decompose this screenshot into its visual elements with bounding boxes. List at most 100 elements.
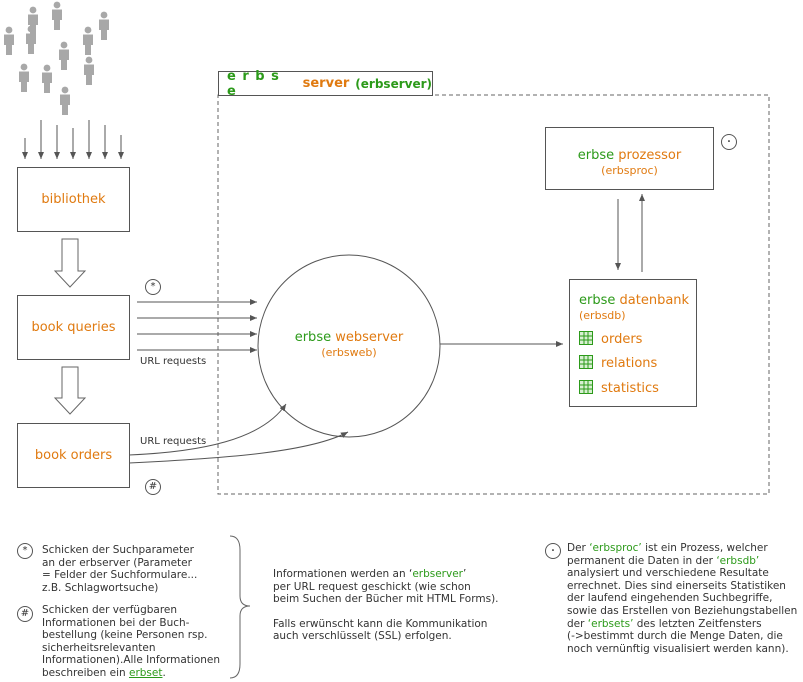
table-grid-icon	[579, 331, 593, 345]
legend-hash-line: Schicken der verfügbaren	[42, 604, 178, 616]
legend-hash-last-suffix: .	[162, 666, 166, 679]
table-grid-icon	[579, 380, 593, 394]
legend-middle-line: per URL request geschickt (wie schon	[273, 580, 471, 593]
prozessor-name: prozessor	[618, 148, 682, 163]
server-frame	[217, 94, 770, 495]
legend-hash-last-line: beschreiben ein erbset.	[42, 667, 220, 680]
legend-dot-erbsets: ‘erbsets’	[587, 617, 634, 630]
erbset-link[interactable]: erbset	[128, 666, 163, 679]
legend-middle-quote-open: ‘	[408, 568, 413, 580]
legend-dot-prefix: permanent die Daten in der	[567, 554, 717, 567]
person-icon	[83, 26, 93, 55]
server-title-word: server	[302, 76, 350, 91]
query-arrows	[137, 299, 257, 353]
legend-dot-line: analysiert und verschiedene Resultate	[567, 567, 769, 580]
legend-star-line: = Felder der Suchformulare...	[42, 569, 198, 582]
legend-dot-line: sowie das Erstellen von Beziehungstabell…	[567, 604, 798, 617]
table-item-relations[interactable]: relations	[579, 355, 696, 380]
legend-middle-line: Falls erwünscht kann die Kommunikation	[273, 617, 488, 630]
datenbank-sub: (erbsdb)	[579, 309, 626, 322]
table-label-orders: orders	[601, 332, 643, 347]
webserver-circle[interactable]	[257, 254, 441, 438]
legend-dot-erbsdb: ‘erbsdb’	[716, 554, 760, 567]
datenbank-name: datenbank	[619, 293, 690, 308]
book-queries-label: book queries	[31, 320, 116, 335]
person-icon	[84, 56, 94, 85]
legend-dot-suffix: des letzten Zeitfensters	[633, 617, 762, 630]
prozessor-sub: (erbsproc)	[601, 164, 658, 177]
legend-dot-suffix: ist ein Prozess, welcher	[641, 542, 768, 554]
legend-dot-line-7: der ‘erbsets’ des letzten Zeitfensters	[567, 618, 797, 631]
table-item-orders[interactable]: orders	[579, 331, 696, 355]
legend-dot-line: noch vernünftig visualisiert werden kann…	[567, 642, 789, 655]
legend-middle-line: auch verschlüsselt (SSL) erfolgen.	[273, 630, 452, 643]
datenbank-box[interactable]: erbse datenbank (erbsdb) orders relation…	[569, 279, 697, 407]
legend-dot-line: (->bestimmt durch die Menge Daten, die	[567, 630, 783, 643]
table-label-relations: relations	[601, 356, 658, 371]
webserver-prefix: erbse	[294, 330, 332, 345]
legend-hash-marker: #	[17, 606, 33, 622]
table-label-statistics: statistics	[601, 381, 659, 396]
prozessor-prefix: erbse	[577, 148, 615, 163]
book-orders-box[interactable]: book orders	[17, 423, 130, 488]
person-icon	[60, 86, 70, 115]
book-queries-box[interactable]: book queries	[17, 295, 130, 360]
legend-middle-text: Informationen werden an ‘erbserver’ per …	[273, 568, 499, 643]
datenbank-prefix: erbse	[579, 293, 616, 308]
table-item-statistics[interactable]: statistics	[579, 380, 696, 404]
crowd-arrows	[22, 120, 124, 159]
legend-star-line: z.B. Schlagwortsuche)	[42, 581, 159, 594]
legend-middle-erbserver: erbserver	[412, 568, 463, 580]
users-crowd	[4, 1, 109, 115]
person-icon	[59, 41, 69, 70]
person-icon	[4, 26, 14, 55]
datenbank-title: erbse datenbank	[579, 293, 696, 308]
legend-dot-marker: ·	[545, 543, 561, 559]
flow-arrow-down-1	[53, 238, 87, 288]
server-title-paren: (erbserver)	[355, 76, 432, 91]
book-orders-label: book orders	[34, 448, 113, 463]
url-requests-label-queries: URL requests	[140, 356, 207, 367]
legend-hash-line: Informationen).Alle Informationen	[42, 654, 221, 667]
hash-marker: #	[145, 479, 161, 495]
legend-middle-line: beim Suchen der Bücher mit HTML Forms).	[273, 593, 499, 606]
legend-dot-line: der laufend eingehenden Suchbegriffe,	[567, 592, 773, 605]
legend-dot-line: errechnet. Dies sind einerseits Statisti…	[567, 579, 786, 592]
order-arrows	[128, 403, 349, 464]
person-icon	[52, 1, 62, 30]
person-icon	[99, 11, 109, 40]
legend-middle-prefix: Informationen werden an	[273, 568, 409, 580]
bibliothek-label: bibliothek	[41, 192, 106, 207]
url-requests-label-orders: URL requests	[140, 436, 207, 447]
legend-hash-text: Schicken der verfügbaren Informationen b…	[42, 604, 220, 680]
prozessor-box[interactable]: erbse prozessor (erbsproc)	[545, 127, 714, 190]
bibliothek-box[interactable]: bibliothek	[17, 167, 130, 232]
star-marker: *	[145, 279, 161, 295]
webserver-label: erbse webserver (erbsweb)	[258, 330, 440, 359]
legend-star-line: Schicken der Suchparameter	[42, 544, 194, 556]
legend-star-line: an der erbserver (Parameter	[42, 556, 192, 569]
webserver-sub: (erbsweb)	[321, 346, 377, 359]
legend-brace-left	[229, 535, 251, 679]
legend-dot-line-2: permanent die Daten in der ‘erbsdb’	[567, 555, 797, 568]
legend-dot-prefix: der	[567, 617, 588, 630]
legend-dot-text: Der ‘erbsproc’ ist ein Prozess, welcher …	[567, 542, 797, 655]
legend-hash-line: Informationen bei der Buch-	[42, 616, 190, 629]
legend-middle-line-1: Informationen werden an ‘erbserver’	[273, 568, 499, 581]
person-icon	[42, 64, 52, 93]
flow-arrow-down-2	[53, 366, 87, 415]
person-icon	[19, 63, 29, 92]
legend-star-marker: *	[17, 543, 33, 559]
legend-star-text: Schicken der Suchparameter an der erbser…	[42, 544, 197, 594]
dot-marker: ·	[721, 134, 737, 150]
server-title-tab: e r b s e server (erbserver)	[218, 68, 433, 99]
legend-middle-quote-close: ’	[463, 568, 467, 580]
legend-dot-prefix: Der	[567, 542, 590, 554]
legend-hash-line: bestellung (keine Personen rsp.	[42, 629, 208, 642]
legend-dot-erbsproc: ‘erbsproc’	[589, 542, 642, 554]
legend-dot-line-1: Der ‘erbsproc’ ist ein Prozess, welcher	[567, 542, 797, 555]
legend-hash-last-prefix: beschreiben ein	[42, 666, 129, 679]
webserver-name: webserver	[335, 330, 404, 345]
server-title-letters: e r b s e	[227, 68, 280, 99]
